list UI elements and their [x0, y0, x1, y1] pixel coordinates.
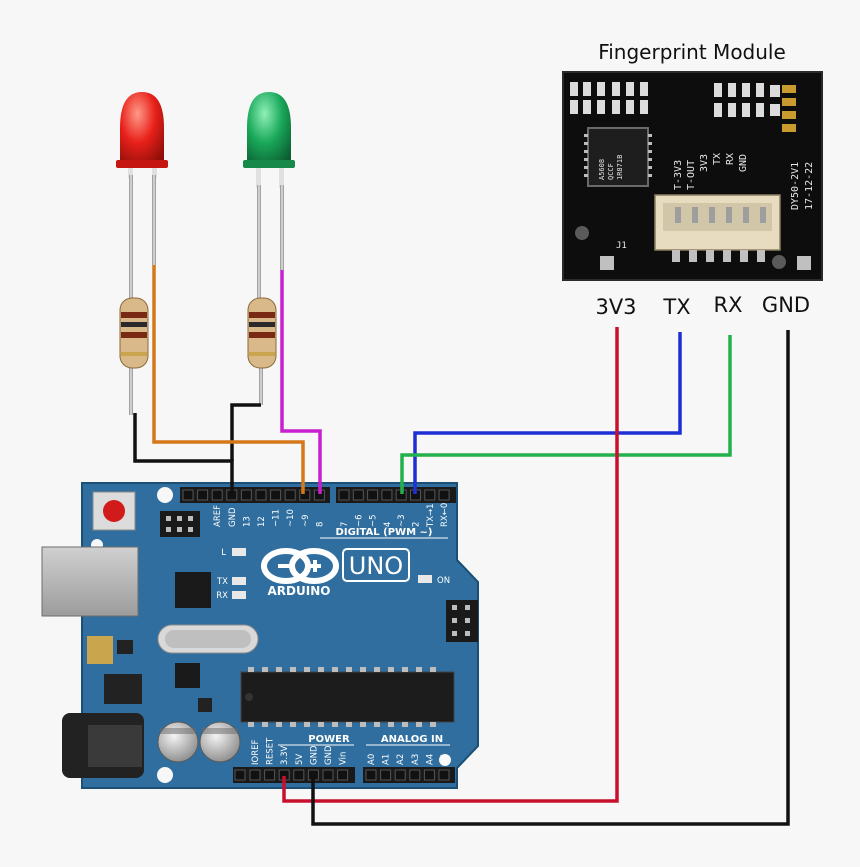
- digital-pin-label: RX←0: [440, 503, 450, 527]
- header-pin-hole: [322, 769, 334, 781]
- pcb-pin-gnd: GND: [738, 154, 749, 172]
- led-label-tx: TX: [216, 577, 228, 587]
- wire-3v3: [282, 327, 619, 803]
- digital-header-label: DIGITAL (PWM ~): [336, 527, 433, 538]
- led-label-l: L: [221, 548, 226, 558]
- wire-red-led-gnd: [133, 413, 234, 494]
- header-pin-hole: [284, 489, 296, 501]
- header-pin-hole: [182, 489, 194, 501]
- pcb-model: DY50-2V1: [790, 162, 801, 210]
- pcb-pin-rx: RX: [725, 153, 736, 165]
- fingerprint-module-board: A5608 QCCF 1R871B T-3V3 T-OUT 3V3 TX RX …: [562, 71, 823, 281]
- analog-label: ANALOG IN: [381, 734, 443, 745]
- power-pin-label: GND: [324, 745, 334, 765]
- header-pin-hole: [438, 769, 450, 781]
- digital-pin-label: ~10: [286, 509, 296, 527]
- module-pin-3v3: 3V3: [595, 295, 636, 319]
- digital-pin-label: 2: [412, 522, 422, 527]
- module-pin-tx: TX: [662, 295, 690, 319]
- header-pin-hole: [367, 489, 379, 501]
- resistor-green-led: [247, 297, 277, 369]
- arduino-brand: ARDUINO: [268, 584, 331, 598]
- connector-label: J1: [616, 241, 627, 251]
- digital-pin-label: 8: [315, 522, 325, 527]
- header-pin-hole: [293, 769, 305, 781]
- power-pin-label: GND: [309, 745, 319, 765]
- header-pin-hole: [234, 769, 246, 781]
- power-pin-label: IOREF: [251, 740, 261, 765]
- resistor-red-led: [119, 297, 149, 369]
- header-pin-hole: [264, 769, 276, 781]
- pcb-pin-tout: T-OUT: [686, 160, 697, 190]
- module-title: Fingerprint Module: [598, 40, 786, 64]
- power-pin-label: 5V: [295, 754, 305, 765]
- header-pin-hole: [424, 489, 436, 501]
- header-pin-hole: [352, 489, 364, 501]
- green-led: [243, 92, 295, 188]
- arduino-uno-board: L TX RX ON ARDUINO UNO: [41, 482, 479, 789]
- arduino-model: UNO: [349, 552, 403, 580]
- chip-line-1: A5608: [598, 159, 606, 180]
- digital-pin-label: AREF: [213, 505, 223, 527]
- analog-pin-label: A4: [425, 754, 435, 765]
- wire-green-led-pin8: [280, 270, 322, 494]
- header-pin-hole: [249, 769, 261, 781]
- digital-pin-label: 13: [242, 516, 252, 527]
- wire-tx-pin2: [413, 332, 682, 494]
- header-pin-hole: [438, 489, 450, 501]
- analog-pin-label: A2: [396, 754, 406, 765]
- digital-pin-label: 7: [340, 522, 350, 527]
- led-label-rx: RX: [216, 591, 228, 601]
- digital-pin-label: ~6: [354, 514, 364, 527]
- header-pin-hole: [270, 489, 282, 501]
- wire-rx-pin3: [400, 335, 732, 494]
- digital-pin-label: ~11: [272, 509, 282, 527]
- digital-pin-label: TX→1: [426, 503, 436, 528]
- header-pin-hole: [197, 489, 209, 501]
- header-pin-hole: [365, 769, 377, 781]
- wire-red-led-pin9: [152, 265, 305, 494]
- header-pin-hole: [211, 489, 223, 501]
- header-pin-hole: [299, 489, 311, 501]
- digital-pin-label: GND: [228, 507, 238, 527]
- analog-pin-label: A5: [440, 754, 450, 765]
- chip-line-3: 1R871B: [616, 155, 624, 180]
- chip-line-2: QCCF: [607, 163, 615, 180]
- analog-pin-label: A3: [411, 754, 421, 765]
- led-label-on: ON: [437, 576, 450, 586]
- pcb-pin-3v3: 3V3: [699, 154, 710, 172]
- digital-pin-label: 12: [257, 516, 267, 527]
- header-pin-hole: [338, 489, 350, 501]
- header-pin-hole: [337, 769, 349, 781]
- digital-pin-label: ~5: [369, 514, 379, 527]
- red-led: [116, 92, 168, 178]
- header-pin-hole: [381, 489, 393, 501]
- power-pin-label: Vin: [339, 752, 349, 765]
- wire-gnd: [311, 330, 790, 826]
- pcb-date: 17-12-22: [804, 162, 815, 210]
- module-pin-gnd: GND: [762, 293, 810, 317]
- digital-pin-label: ~9: [301, 514, 311, 527]
- header-pin-hole: [394, 769, 406, 781]
- digital-pin-label: 4: [383, 522, 393, 527]
- power-pin-label: 3.3V: [280, 745, 290, 765]
- module-pin-rx: RX: [714, 293, 743, 317]
- analog-pin-label: A0: [367, 754, 377, 765]
- header-pin-hole: [240, 489, 252, 501]
- header-pin-hole: [409, 769, 421, 781]
- digital-pin-label: ~3: [397, 514, 407, 527]
- pcb-pin-tx: TX: [712, 153, 723, 165]
- wire-green-led-gnd: [230, 403, 261, 461]
- power-pin-label: RESET: [266, 737, 276, 765]
- header-pin-hole: [255, 489, 267, 501]
- pcb-pin-t3v3: T-3V3: [673, 160, 684, 190]
- header-pin-hole: [423, 769, 435, 781]
- header-pin-hole: [380, 769, 392, 781]
- arduino-logo-icon: [261, 548, 339, 584]
- analog-pin-label: A1: [382, 754, 392, 765]
- power-label: POWER: [308, 734, 350, 745]
